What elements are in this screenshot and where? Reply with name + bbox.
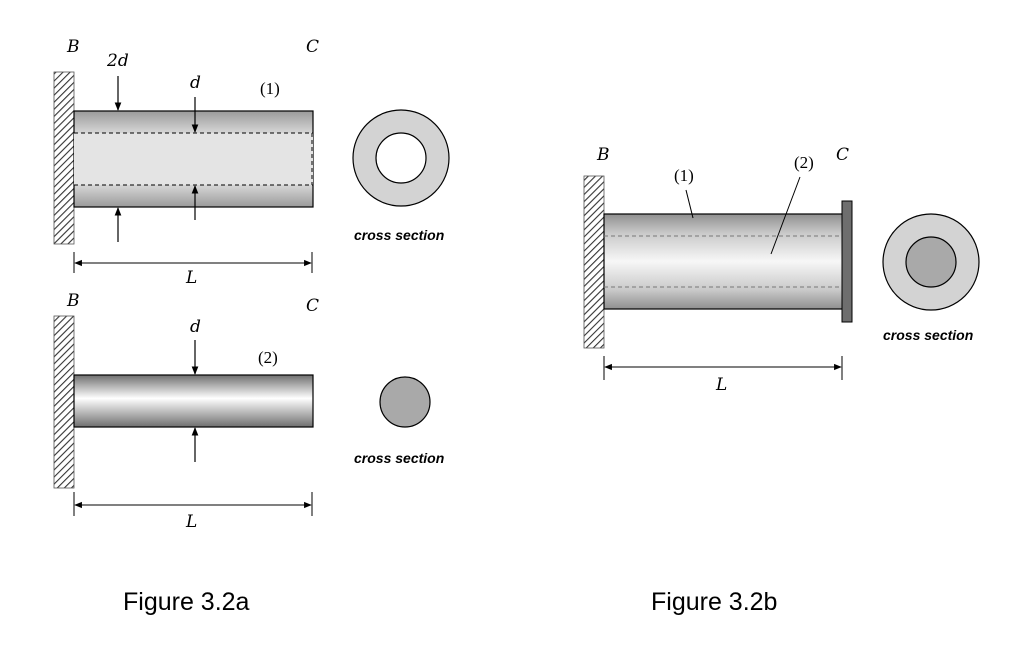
- label-c-right: C: [836, 145, 849, 165]
- label-d-top: d: [190, 73, 201, 93]
- assembly-tube-and-rod: [603, 213, 844, 310]
- length-label-bottom: L: [185, 512, 197, 532]
- tube-cross-section-inner: [375, 132, 427, 184]
- member-1-label-a: (1): [260, 79, 280, 98]
- caption-figure-a: Figure 3.2a: [123, 588, 250, 616]
- fixed-wall-b-top: [53, 71, 75, 245]
- cross-section-label-right: cross section: [883, 327, 973, 343]
- label-d-bottom: d: [190, 317, 201, 337]
- rod-cross-section: [379, 376, 431, 428]
- label-b-top: B: [66, 37, 80, 57]
- end-plate-c: [841, 200, 853, 323]
- figure-a-bottom: B C d (2) L cross section: [53, 291, 444, 532]
- label-c-bottom: C: [306, 296, 319, 316]
- leader-member-2: [770, 176, 801, 255]
- label-b-bottom: B: [66, 291, 80, 311]
- caption-figure-b: Figure 3.2b: [651, 588, 777, 616]
- figure-a-top: B C 2d d (1) L cross section: [53, 37, 450, 288]
- cross-section-label-top: cross section: [354, 227, 444, 243]
- length-label-right: L: [715, 375, 727, 395]
- member-2-label-a: (2): [258, 348, 278, 367]
- cross-section-label-bottom: cross section: [354, 450, 444, 466]
- label-b-right: B: [596, 145, 610, 165]
- length-label-top: L: [185, 268, 197, 288]
- member-1-label-b: (1): [674, 166, 694, 185]
- fixed-wall-b-right: [583, 175, 605, 349]
- label-c-top: C: [306, 37, 319, 57]
- assembly-cross-section-inner: [905, 236, 957, 288]
- tube-bore: [74, 133, 313, 185]
- figure-b: B C (1) (2) L cross section: [583, 145, 980, 395]
- member-2-label-b: (2): [794, 153, 814, 172]
- label-2d: 2d: [106, 51, 129, 71]
- solid-rod-member-2: [73, 374, 314, 428]
- leader-member-1: [685, 189, 694, 219]
- fixed-wall-b-bottom: [53, 315, 75, 489]
